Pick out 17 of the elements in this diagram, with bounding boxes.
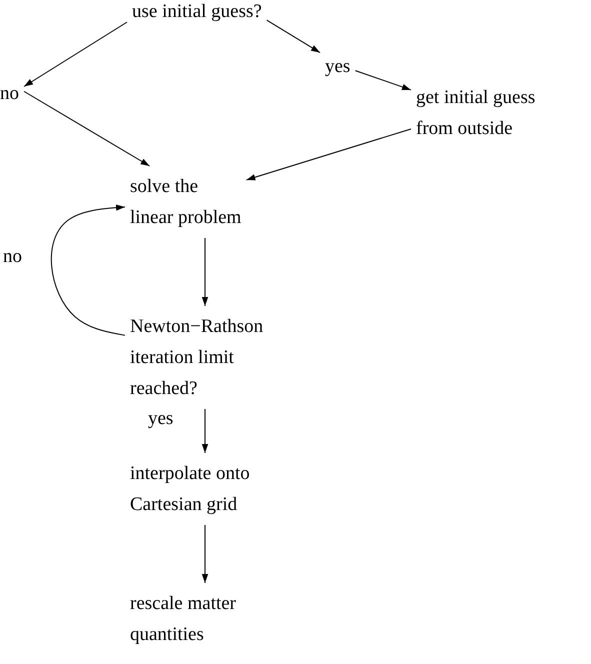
flow-step-text: yes: [325, 51, 350, 82]
arrow: [354, 70, 412, 90]
flow-step-text: solve the linear problem: [130, 171, 242, 233]
flow-step-text: use initial guess?: [132, 0, 262, 27]
flow-step-text: no: [0, 78, 19, 109]
arrow: [266, 20, 320, 54]
arrow: [24, 22, 128, 87]
flow-step-text: Newton−Rathson iteration limit reached?: [130, 311, 264, 404]
arrow: [24, 90, 150, 166]
flow-step-text: interpolate onto Cartesian grid: [130, 458, 250, 520]
flow-step-text: get initial guess from outside: [416, 82, 536, 144]
arrow: [202, 238, 208, 306]
arrow: [202, 408, 208, 454]
arrow: [202, 524, 208, 584]
flow-step-text: rescale matter quantities: [130, 588, 236, 650]
arrow: [50, 204, 126, 336]
arrow: [246, 128, 412, 180]
